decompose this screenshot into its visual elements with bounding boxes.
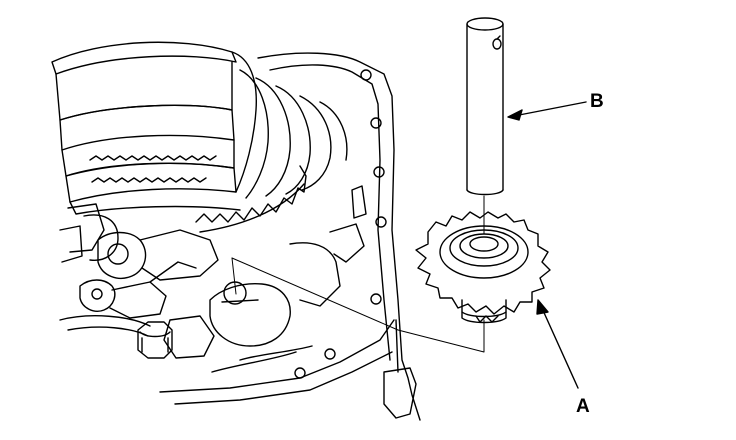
assembly-lines — [231, 195, 485, 353]
callout-leaders — [507, 101, 587, 389]
bolt — [137, 321, 173, 359]
leader-a — [540, 305, 579, 389]
shift-linkage — [59, 225, 219, 319]
leader-b — [513, 101, 587, 117]
shaft-b — [466, 17, 504, 196]
shaft-gear-cluster — [51, 41, 348, 261]
transmission-case — [59, 52, 421, 421]
gear-a — [415, 211, 551, 324]
arrowhead-b — [507, 109, 523, 121]
callout-label-b: B — [590, 91, 604, 112]
callout-label-a: A — [576, 396, 590, 417]
arrowhead-a — [536, 299, 549, 315]
